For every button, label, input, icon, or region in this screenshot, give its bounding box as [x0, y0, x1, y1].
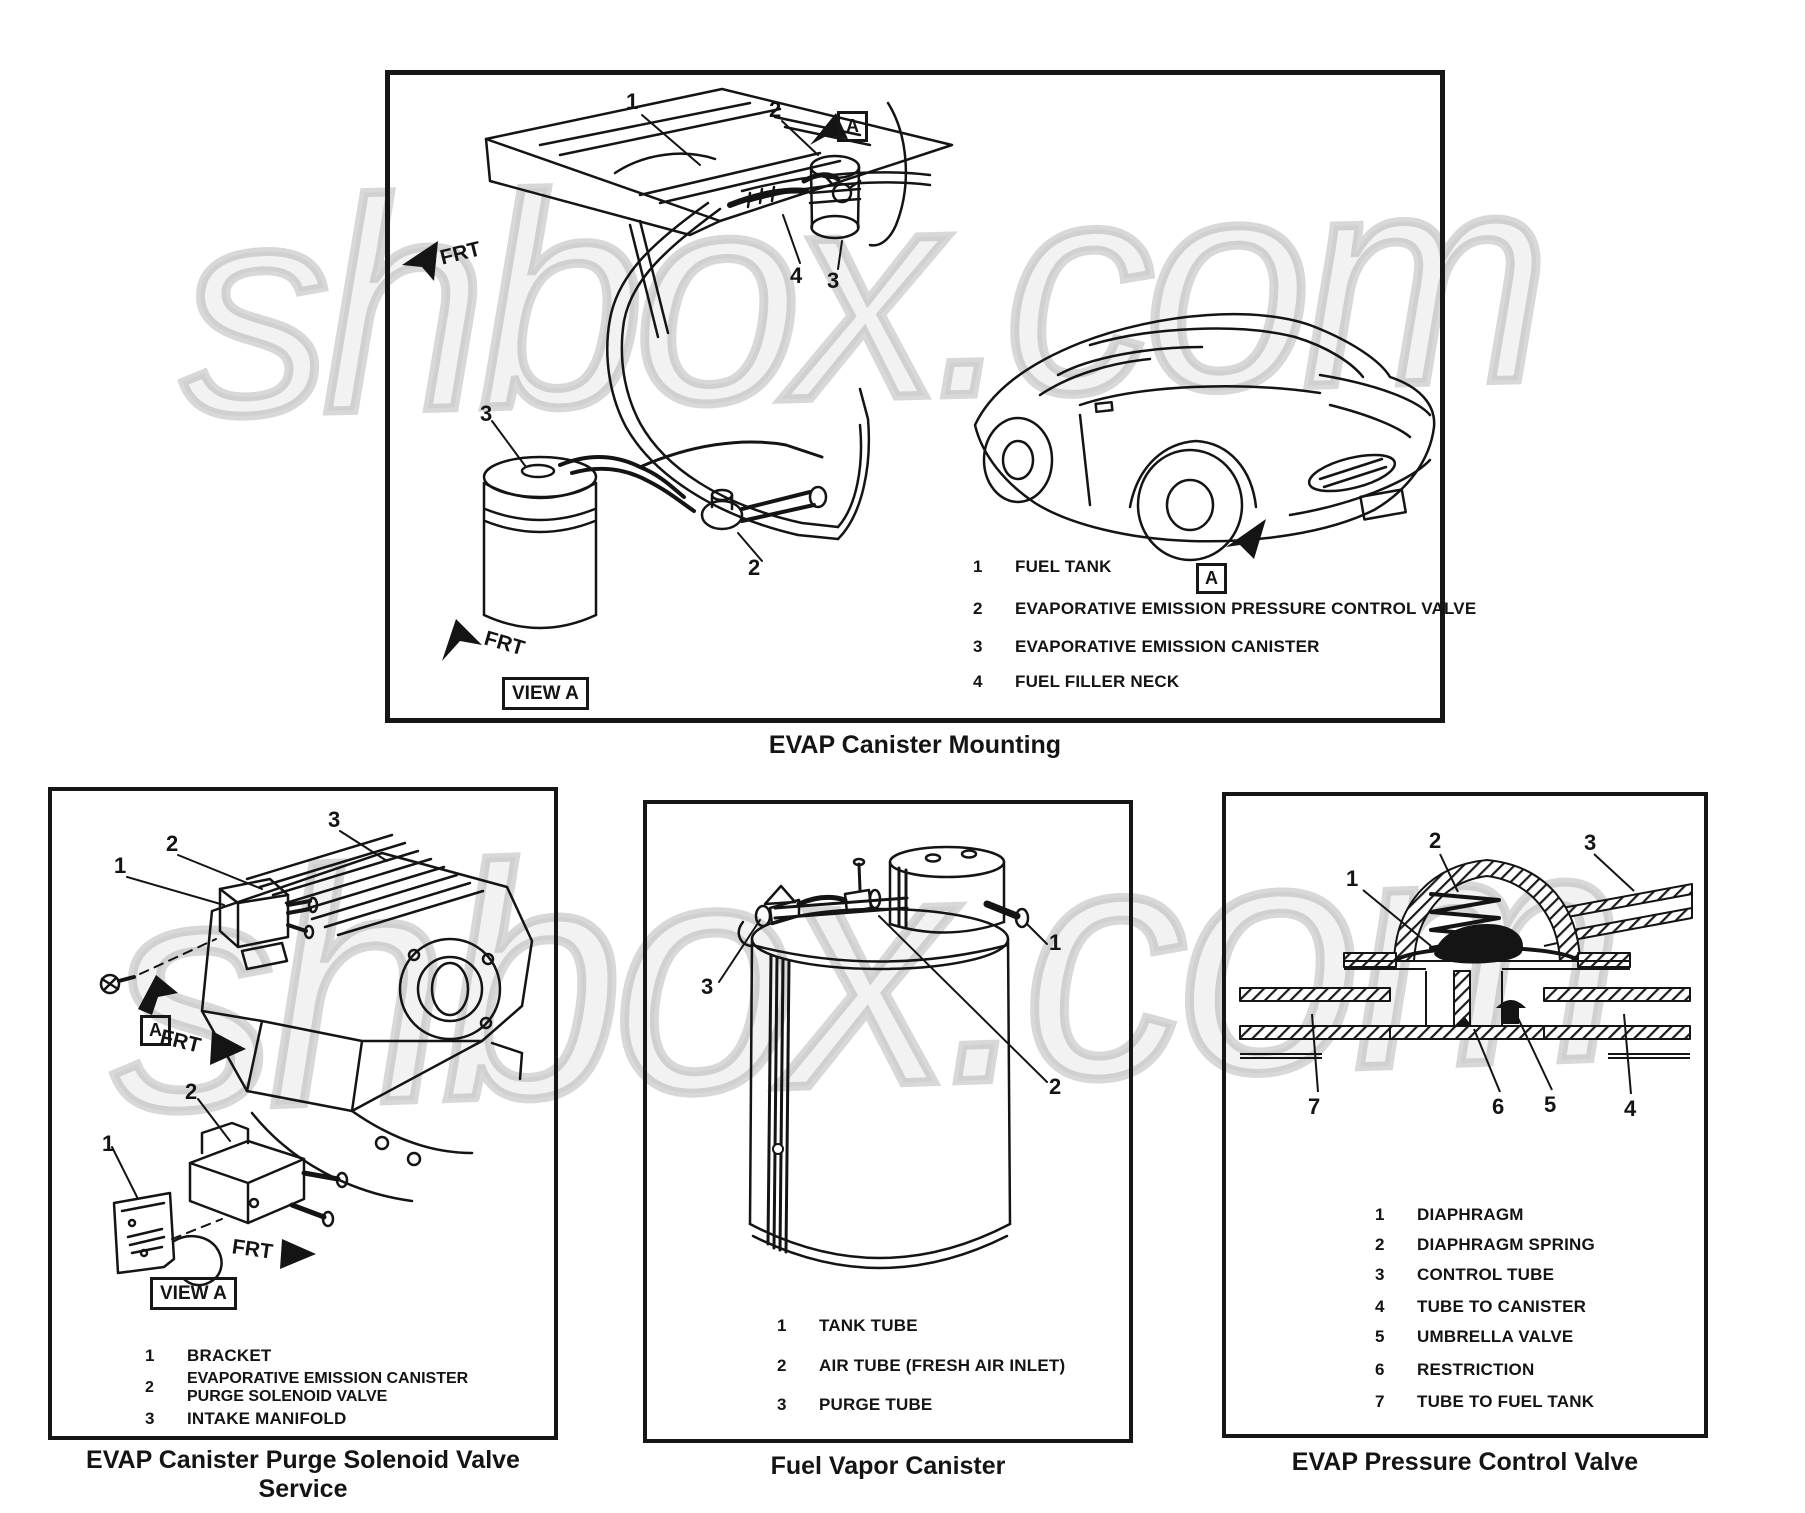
callout-1: 1	[1346, 866, 1359, 891]
callout-5: 5	[1544, 1092, 1557, 1117]
view-a-callout-2: 2	[185, 1079, 198, 1104]
legend-item-label-line1: EVAPORATIVE EMISSION CANISTER	[187, 1370, 469, 1387]
callout-3: 3	[701, 974, 714, 999]
legend-item-label-line2: PURGE SOLENOID VALVE	[187, 1388, 388, 1405]
purge-solenoid-diagram-art	[99, 830, 534, 1287]
panel-evap-canister-mounting: 1 2 A 4 3 FRT 3 2 FRT VIEW A A 1 FUEL TA…	[385, 70, 1476, 723]
view-a-callout-1: 1	[102, 1131, 115, 1156]
panel-fuel-vapor-canister: 3 1 2 1 TANK TUBE 2 AIR TUBE (FRESH AIR …	[643, 800, 1133, 1443]
legend-item: 2 EVAPORATIVE EMISSION PRESSURE CONTROL …	[973, 599, 1476, 619]
figure-title-line2: Service	[258, 1475, 348, 1503]
legend-item-number: 1	[777, 1316, 787, 1335]
callout-3: 3	[1584, 830, 1597, 855]
detail-callout-a: A	[837, 111, 868, 142]
callout-2: 2	[769, 97, 782, 122]
view-a-callout-2: 2	[748, 555, 761, 580]
legend-item-number: 1	[973, 557, 983, 576]
legend-item: 6 RESTRICTION	[1375, 1360, 1534, 1380]
callout-3: 3	[328, 807, 341, 832]
figure-title-purge-solenoid-valve-service: EVAP Canister Purge Solenoid Valve Servi…	[48, 1446, 558, 1504]
legend-item-number: 2	[1375, 1235, 1385, 1254]
legend-item-label: CONTROL TUBE	[1417, 1265, 1555, 1284]
legend-item: 3 PURGE TUBE	[777, 1395, 932, 1415]
legend-item-label: TUBE TO CANISTER	[1417, 1297, 1587, 1316]
view-a-box-label: VIEW A	[150, 1277, 237, 1310]
legend-item: 2 DIAPHRAGM SPRING	[1375, 1235, 1595, 1255]
view-a-callout-3: 3	[480, 401, 493, 426]
legend-item-label: DIAPHRAGM SPRING	[1417, 1235, 1595, 1254]
callout-3: 3	[827, 268, 840, 293]
mounting-diagram-art	[402, 87, 1436, 661]
callout-1: 1	[1049, 930, 1062, 955]
callout-2: 2	[1429, 828, 1442, 853]
figure-title-evap-canister-mounting: EVAP Canister Mounting	[768, 731, 1062, 759]
legend-item: 4 TUBE TO CANISTER	[1375, 1297, 1586, 1317]
legend-item-number: 6	[1375, 1360, 1385, 1379]
legend-item-number: 5	[1375, 1327, 1385, 1346]
legend-item-label: TANK TUBE	[819, 1316, 918, 1335]
legend-item: 3 CONTROL TUBE	[1375, 1265, 1554, 1285]
callout-4: 4	[1624, 1096, 1637, 1121]
legend-item: 4 FUEL FILLER NECK	[973, 672, 1179, 692]
legend-item-number: 7	[1375, 1392, 1385, 1411]
legend-item-number: 2	[777, 1356, 787, 1375]
legend-item-label: EVAPORATIVE EMISSION CANISTER	[1015, 637, 1320, 656]
view-a-box-label: VIEW A	[502, 677, 589, 710]
legend-item-label: EVAPORATIVE EMISSION PRESSURE CONTROL VA…	[1015, 599, 1477, 618]
legend-item-number: 2	[145, 1379, 154, 1396]
legend-item-number: 1	[145, 1346, 155, 1365]
figure-title-evap-pressure-control-valve: EVAP Pressure Control Valve	[1291, 1448, 1639, 1476]
legend-item: 1 BRACKET	[145, 1346, 272, 1366]
legend-item: 3 EVAPORATIVE EMISSION CANISTER	[973, 637, 1320, 657]
legend-item-number: 2	[973, 599, 983, 618]
legend-item-number: 4	[973, 672, 983, 691]
legend-item-number: 3	[973, 637, 983, 656]
car-callout-a: A	[1196, 563, 1227, 594]
legend-item-label: DIAPHRAGM	[1417, 1205, 1524, 1224]
legend-item: 1 FUEL TANK	[973, 557, 1112, 577]
legend-item-number: 4	[1375, 1297, 1385, 1316]
legend-item-label: UMBRELLA VALVE	[1417, 1327, 1574, 1346]
panel-evap-pressure-control-valve: 1 2 3 7 6 5 4 1 DIAPHRAGM 2 DIAPHRAGM SP…	[1222, 792, 1708, 1438]
callout-7: 7	[1308, 1094, 1321, 1119]
detail-callout-a: A	[140, 1015, 171, 1046]
legend-item-label: AIR TUBE (FRESH AIR INLET)	[819, 1356, 1066, 1375]
legend-item: 2 AIR TUBE (FRESH AIR INLET)	[777, 1356, 1065, 1376]
pressure-control-valve-art	[1239, 853, 1693, 1095]
legend-item: 7 TUBE TO FUEL TANK	[1375, 1392, 1594, 1412]
legend-item-label: INTAKE MANIFOLD	[187, 1409, 347, 1428]
legend-item: 5 UMBRELLA VALVE	[1375, 1327, 1573, 1347]
legend-item-number: 1	[1375, 1205, 1385, 1224]
callout-4: 4	[790, 263, 803, 288]
legend-item-label: RESTRICTION	[1417, 1360, 1535, 1379]
legend-item-label: BRACKET	[187, 1346, 272, 1365]
callout-2: 2	[166, 831, 179, 856]
fuel-vapor-canister-art	[718, 845, 1048, 1270]
figure-title-fuel-vapor-canister: Fuel Vapor Canister	[770, 1452, 1006, 1480]
legend-item-label: PURGE TUBE	[819, 1395, 933, 1414]
panel-purge-solenoid-valve-service: 1 2 3 A FRT 2 1 FRT VIEW A 1 BRACKET 2 E…	[48, 787, 558, 1440]
legend-item-label: TUBE TO FUEL TANK	[1417, 1392, 1595, 1411]
legend-item-label: FUEL TANK	[1015, 557, 1112, 576]
callout-1: 1	[114, 853, 127, 878]
figure-title-line1: EVAP Canister Purge Solenoid Valve	[86, 1446, 520, 1474]
frt-direction-label: FRT	[230, 1235, 275, 1264]
legend-item-number: 3	[145, 1409, 155, 1428]
callout-1: 1	[626, 89, 639, 114]
legend-item-label: FUEL FILLER NECK	[1015, 672, 1180, 691]
callout-2: 2	[1049, 1074, 1062, 1099]
legend-item: 1 DIAPHRAGM	[1375, 1205, 1524, 1225]
legend-item: 3 INTAKE MANIFOLD	[145, 1409, 346, 1429]
legend-item: 1 TANK TUBE	[777, 1316, 918, 1336]
callout-6: 6	[1492, 1094, 1505, 1119]
legend-item-number: 3	[1375, 1265, 1385, 1284]
legend-item-number: 3	[777, 1395, 787, 1414]
